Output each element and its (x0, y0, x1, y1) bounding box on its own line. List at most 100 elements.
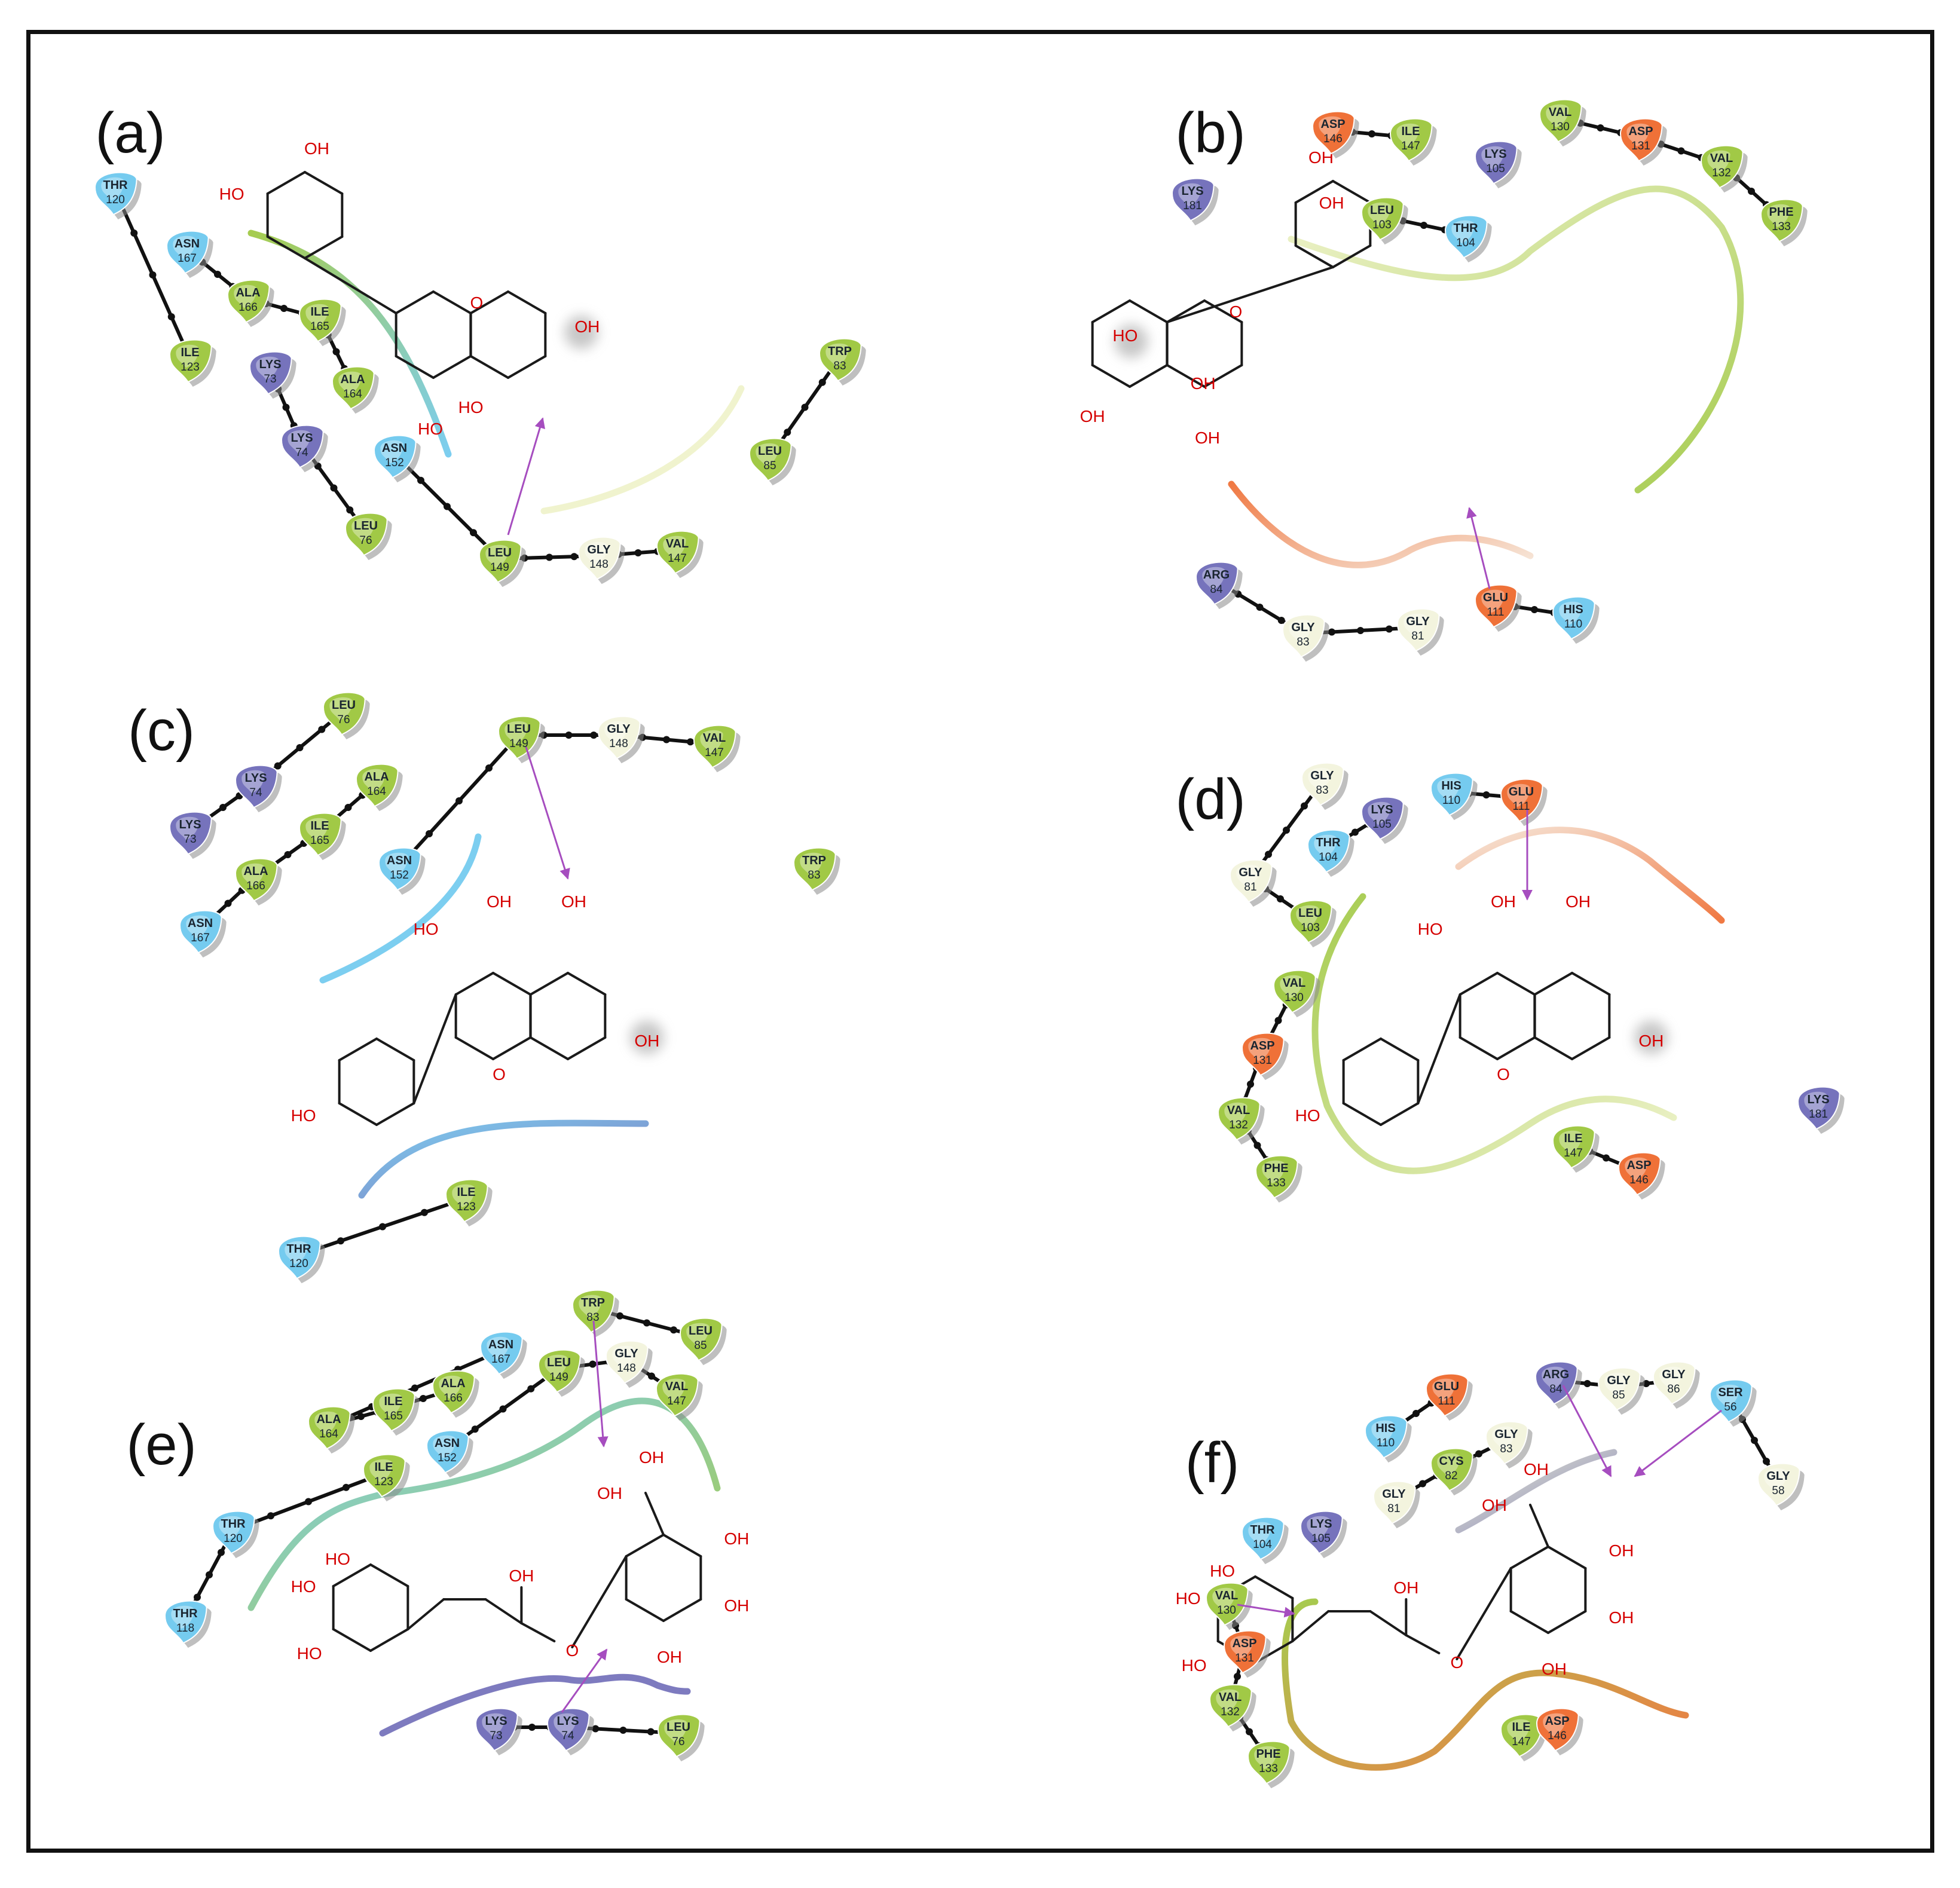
chemical-bond (1533, 1036, 1573, 1060)
backbone-dot (1357, 627, 1364, 634)
residue-highlight (504, 721, 528, 745)
residue-disc (1171, 178, 1215, 222)
residue-disc (1430, 1448, 1473, 1492)
hydroxyl-label: HO (1295, 1106, 1320, 1125)
residue-highlight (585, 541, 608, 565)
residue-disc (818, 338, 862, 382)
residue-number: 147 (668, 552, 687, 565)
chemical-bond (1091, 299, 1131, 323)
residue-number: 148 (609, 738, 628, 750)
backbone-dot (218, 1549, 225, 1556)
hydroxyl-label: OH (1393, 1578, 1418, 1597)
backbone-dot (619, 1727, 627, 1734)
residue-name: PHE (1256, 1748, 1280, 1761)
residue-name: LEU (689, 1324, 713, 1338)
backbone-dot (687, 738, 694, 746)
residue-name: ASP (1250, 1039, 1274, 1052)
residue-name: ASN (382, 442, 407, 455)
residue-name: THR (103, 179, 128, 192)
residue-disc (234, 858, 278, 902)
residue-name: TRP (828, 345, 852, 358)
residue-disc (478, 539, 522, 583)
pocket-surface-curve (540, 385, 745, 515)
residue-number: 74 (249, 787, 262, 799)
chemical-bond (1203, 299, 1243, 323)
residue-disc (1474, 140, 1518, 185)
chemical-bond (1166, 266, 1334, 323)
pocket-surface-curve (358, 1119, 649, 1199)
residue-highlight (1432, 1378, 1456, 1402)
pocket-surface-curve (1311, 893, 1677, 1174)
hydroxyl-label: HO (297, 1644, 322, 1663)
residue-disc (1289, 899, 1332, 944)
residue-name: ASP (1628, 125, 1653, 138)
residue-disc (1536, 1708, 1579, 1752)
residue-highlight (1437, 778, 1460, 801)
residue-disc (1241, 1032, 1285, 1076)
residue-number: 130 (1285, 992, 1304, 1004)
residue-number: 132 (1229, 1119, 1248, 1131)
backbone-dot (1246, 1728, 1253, 1736)
residue-highlight (433, 1435, 456, 1459)
backbone-dot (455, 797, 463, 804)
residue-number: 83 (1500, 1443, 1512, 1455)
backbone-dot (499, 1405, 507, 1413)
residue-highlight (1216, 1689, 1239, 1713)
residue-highlight (1546, 104, 1569, 128)
backbone-dot (149, 271, 157, 279)
residue-number: 83 (1297, 636, 1309, 648)
residue-disc (1282, 614, 1325, 658)
residue-disc (372, 1388, 415, 1432)
residue-highlight (305, 818, 329, 842)
chemical-bond (1458, 1036, 1499, 1060)
backbone-dot (296, 744, 304, 751)
residue-disc (1539, 99, 1582, 143)
chemical-bond (484, 1598, 523, 1624)
residue-highlight (285, 1241, 308, 1265)
residue-number: 123 (374, 1476, 393, 1488)
backbone-dot (1475, 1450, 1482, 1458)
residue-number: 181 (1183, 200, 1202, 212)
residue-name: ALA (316, 1413, 341, 1426)
backbone-dot (647, 1728, 655, 1736)
chemical-bond (644, 1492, 665, 1536)
backbone-dot (411, 1384, 418, 1392)
hydroxyl-label: OH (1491, 892, 1516, 911)
panel-label: (e) (126, 1413, 196, 1477)
residue-name: GLY (1239, 866, 1262, 879)
residue-highlight (173, 235, 196, 259)
residue-highlight (1262, 1160, 1285, 1184)
chemical-bond (1166, 299, 1206, 323)
pocket-surface-curve (247, 230, 452, 458)
residue-highlight (825, 343, 849, 367)
residue-name: THR (1316, 836, 1341, 849)
residue-number: 110 (1564, 618, 1582, 631)
residue-name: VAL (1710, 152, 1733, 165)
ligand-structure: OOHHOOHHOHOHO (219, 139, 600, 438)
chemical-bond (375, 1102, 415, 1126)
chemical-bond (304, 257, 397, 314)
residue-disc (1797, 1086, 1840, 1130)
residue-highlight (1492, 1426, 1515, 1450)
residue-number: 76 (359, 534, 372, 547)
residue-name: ARG (1543, 1368, 1569, 1381)
residue-highlight (1437, 1453, 1460, 1477)
